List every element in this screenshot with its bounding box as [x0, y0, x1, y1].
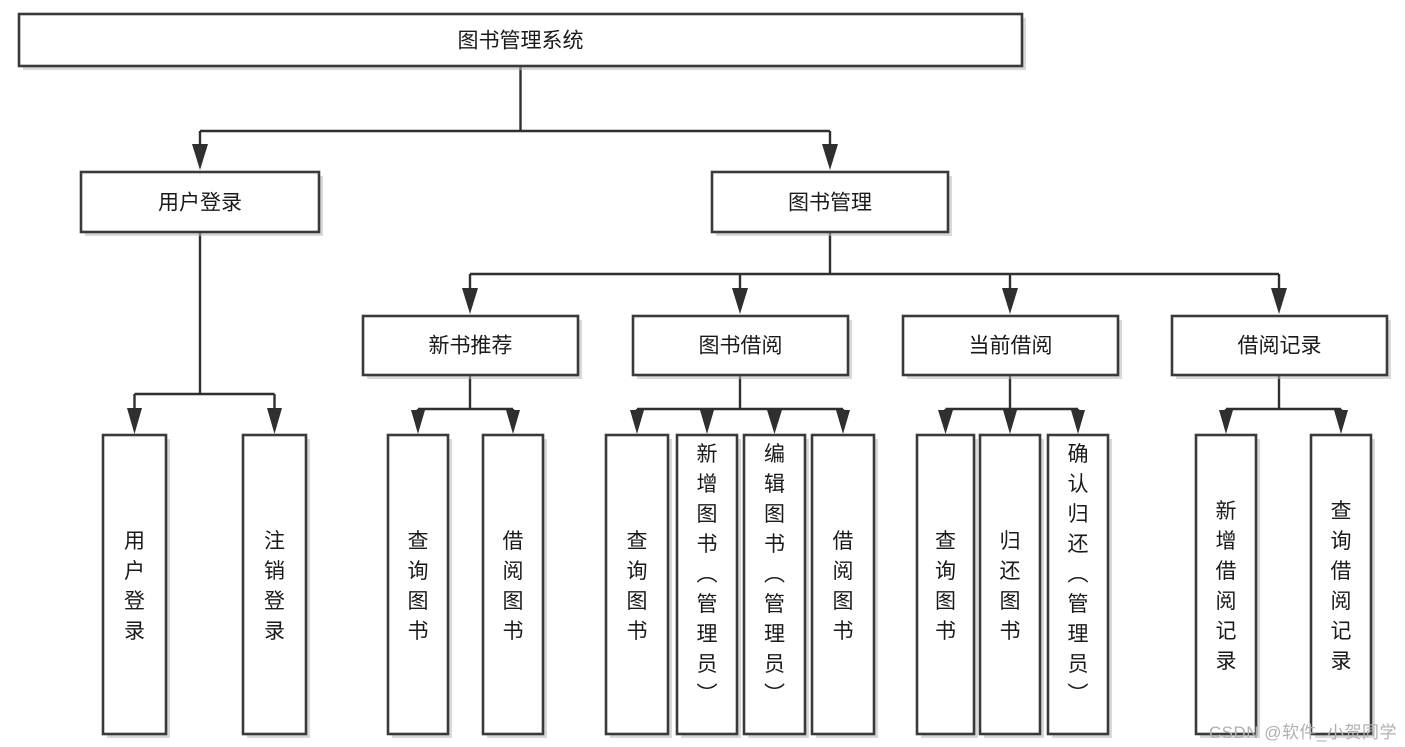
leaf-node-rect[interactable]: [675, 433, 739, 736]
node-book-borrow-label: 图书借阅: [699, 335, 783, 358]
leaf-node[interactable]: 查询图书: [915, 433, 978, 738]
leaf-node-label: 归还图书: [1000, 530, 1021, 643]
leaf-node[interactable]: 归还图书: [978, 433, 1044, 738]
leaf-node-label: 查询图书: [627, 530, 648, 643]
node-new-book-recommend[interactable]: 新书推荐: [361, 314, 582, 379]
arrowhead-current-borrow: [1002, 288, 1018, 314]
leaf-node[interactable]: 查询借阅记录: [1309, 433, 1375, 738]
leaf-node-label: 借阅图书: [503, 530, 524, 643]
leaf-node[interactable]: 借阅图书: [810, 433, 878, 738]
node-current-borrow[interactable]: 当前借阅: [901, 314, 1122, 379]
leaf-node-rect[interactable]: [386, 433, 450, 736]
arrowhead-new-book-rec: [462, 288, 478, 314]
leaf-node-label: 查询借阅记录: [1331, 500, 1352, 673]
node-root-label: 图书管理系统: [458, 30, 584, 53]
arrowhead-leaf-borrow-book-bor: [836, 410, 850, 434]
leaf-node-label: 编辑图书︵管理员︶: [764, 443, 785, 706]
leaf-node-rect[interactable]: [1309, 433, 1373, 736]
leaf-node-label: 用户登录: [124, 530, 145, 643]
leaf-node-rect[interactable]: [742, 433, 807, 736]
leaf-node-rect[interactable]: [978, 433, 1042, 736]
leaf-node-label: 查询图书: [935, 530, 956, 643]
nodes-layer: 图书管理系统 用户登录 图书管理 新书推荐: [17, 12, 1391, 738]
leaf-node[interactable]: 注销登录: [241, 433, 310, 738]
leaf-node[interactable]: 借阅图书: [481, 433, 547, 738]
node-new-book-recommend-label: 新书推荐: [429, 335, 513, 358]
node-book-borrow[interactable]: 图书借阅: [631, 314, 852, 379]
leaf-node[interactable]: 用户登录: [101, 433, 170, 738]
arrowhead-leaf-query-book-cur: [938, 410, 953, 434]
leaf-node[interactable]: 确认归还︵管理员︶: [1046, 433, 1112, 738]
arrowhead-leaf-return-book: [1003, 410, 1017, 434]
arrowhead-leaf-user-login: [127, 408, 142, 434]
node-user-login[interactable]: 用户登录: [79, 170, 323, 236]
leaf-node-rect[interactable]: [1194, 433, 1258, 736]
arrowhead-leaf-borrow-book-rec: [506, 410, 520, 434]
leaf-node-rect[interactable]: [101, 433, 168, 736]
arrowhead-leaf-add-book: [700, 410, 714, 434]
node-user-login-label: 用户登录: [158, 192, 242, 215]
arrowhead-leaf-edit-book: [767, 410, 782, 434]
node-book-mgmt-label: 图书管理: [788, 192, 872, 215]
leaf-node-rect[interactable]: [1046, 433, 1110, 736]
leaf-node-rect[interactable]: [915, 433, 976, 736]
leaf-nodes-layer: 用户登录 注销登录 查询图书 借阅图书 查询图书 新增图书︵管理员︶ 编辑图书︵管理员︶ 借阅…: [101, 433, 1375, 738]
node-root[interactable]: 图书管理系统: [17, 12, 1026, 70]
leaf-node-label: 新增借阅记录: [1216, 500, 1237, 673]
leaf-node[interactable]: 编辑图书︵管理员︶: [742, 433, 809, 738]
leaf-node-label: 新增图书︵管理员︶: [697, 443, 718, 706]
leaf-node-label: 查询图书: [408, 530, 429, 643]
leaf-node-rect[interactable]: [604, 433, 670, 736]
arrowhead-leaf-confirm-return: [1071, 410, 1085, 434]
node-borrow-record-label: 借阅记录: [1238, 335, 1322, 358]
leaf-node[interactable]: 查询图书: [386, 433, 452, 738]
leaf-node-rect[interactable]: [241, 433, 308, 736]
csdn-watermark: CSDN @软件_小贺同学: [1208, 723, 1397, 742]
node-book-mgmt[interactable]: 图书管理: [710, 170, 952, 236]
leaf-node-rect[interactable]: [810, 433, 876, 736]
arrowhead-leaf-query-book-rec: [411, 410, 425, 434]
leaf-node-label: 确认归还︵管理员︶: [1068, 443, 1089, 706]
leaf-node[interactable]: 新增借阅记录: [1194, 433, 1260, 738]
arrowhead-leaf-add-record: [1219, 410, 1233, 434]
leaf-node-label: 借阅图书: [833, 530, 854, 643]
arrowhead-leaf-query-record: [1334, 410, 1348, 434]
leaf-node-rect[interactable]: [481, 433, 545, 736]
arrowhead-user-login: [192, 144, 208, 170]
connectors-layer: [127, 66, 1348, 434]
arrowhead-book-borrow: [732, 288, 748, 314]
leaf-node[interactable]: 新增图书︵管理员︶: [675, 433, 741, 738]
arrowhead-book-mgmt: [822, 144, 838, 170]
leaf-node-label: 注销登录: [264, 530, 285, 643]
arrowhead-leaf-query-book-bor: [630, 410, 644, 434]
node-borrow-record[interactable]: 借阅记录: [1170, 314, 1391, 379]
leaf-node[interactable]: 查询图书: [604, 433, 672, 738]
arrowhead-borrow-record: [1271, 288, 1287, 314]
node-current-borrow-label: 当前借阅: [969, 335, 1053, 358]
arrowhead-leaf-logout: [267, 408, 282, 434]
